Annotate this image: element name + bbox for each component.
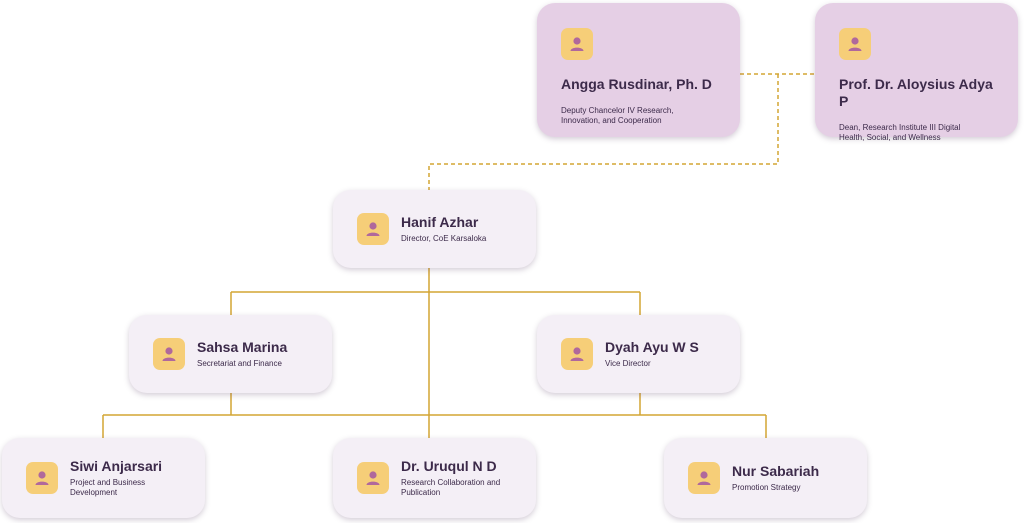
person-role: Vice Director bbox=[605, 359, 651, 368]
person-role: Dean, Research Institute III Digital Hea… bbox=[839, 123, 961, 142]
person-name: Hanif Azhar bbox=[401, 214, 479, 230]
person-name: Nur Sabariah bbox=[732, 463, 820, 479]
person-role: Director, CoE Karsaloka bbox=[401, 234, 487, 243]
card-dyah: Dyah Ayu W S Vice Director bbox=[537, 315, 740, 393]
person-role: Deputy Chancelor IV Research, Innovation… bbox=[561, 106, 674, 125]
person-icon bbox=[26, 462, 58, 494]
person-icon bbox=[561, 338, 593, 370]
person-role: Project and Business Development bbox=[70, 478, 146, 497]
solid-connector-tree bbox=[102, 268, 767, 438]
card-angga: Angga Rusdinar, Ph. D Deputy Chancelor I… bbox=[537, 3, 740, 137]
person-icon bbox=[153, 338, 185, 370]
person-icon bbox=[357, 462, 389, 494]
card-sahsa: Sahsa Marina Secretariat and Finance bbox=[129, 315, 332, 393]
person-name: Sahsa Marina bbox=[197, 339, 288, 355]
person-name: Angga Rusdinar, Ph. D bbox=[561, 76, 712, 92]
person-name: Dyah Ayu W S bbox=[605, 339, 699, 355]
person-icon bbox=[561, 28, 593, 60]
card-aloysius: Prof. Dr. Aloysius Adya P Dean, Research… bbox=[815, 3, 1018, 142]
card-hanif: Hanif Azhar Director, CoE Karsaloka bbox=[333, 190, 536, 268]
person-name: Dr. Uruqul N D bbox=[401, 458, 497, 474]
person-name: Prof. Dr. Aloysius Adya P bbox=[839, 76, 993, 109]
card-nur: Nur Sabariah Promotion Strategy bbox=[664, 438, 867, 518]
person-icon bbox=[357, 213, 389, 245]
person-name: Siwi Anjarsari bbox=[70, 458, 163, 474]
person-icon bbox=[839, 28, 871, 60]
card-siwi: Siwi Anjarsari Project and Business Deve… bbox=[2, 438, 205, 518]
card-uruqul: Dr. Uruqul N D Research Collaboration an… bbox=[333, 438, 536, 518]
person-role: Research Collaboration and Publication bbox=[401, 478, 501, 497]
person-icon bbox=[688, 462, 720, 494]
person-role: Promotion Strategy bbox=[732, 483, 801, 492]
dashed-connector-top bbox=[428, 73, 815, 190]
person-role: Secretariat and Finance bbox=[197, 359, 282, 368]
